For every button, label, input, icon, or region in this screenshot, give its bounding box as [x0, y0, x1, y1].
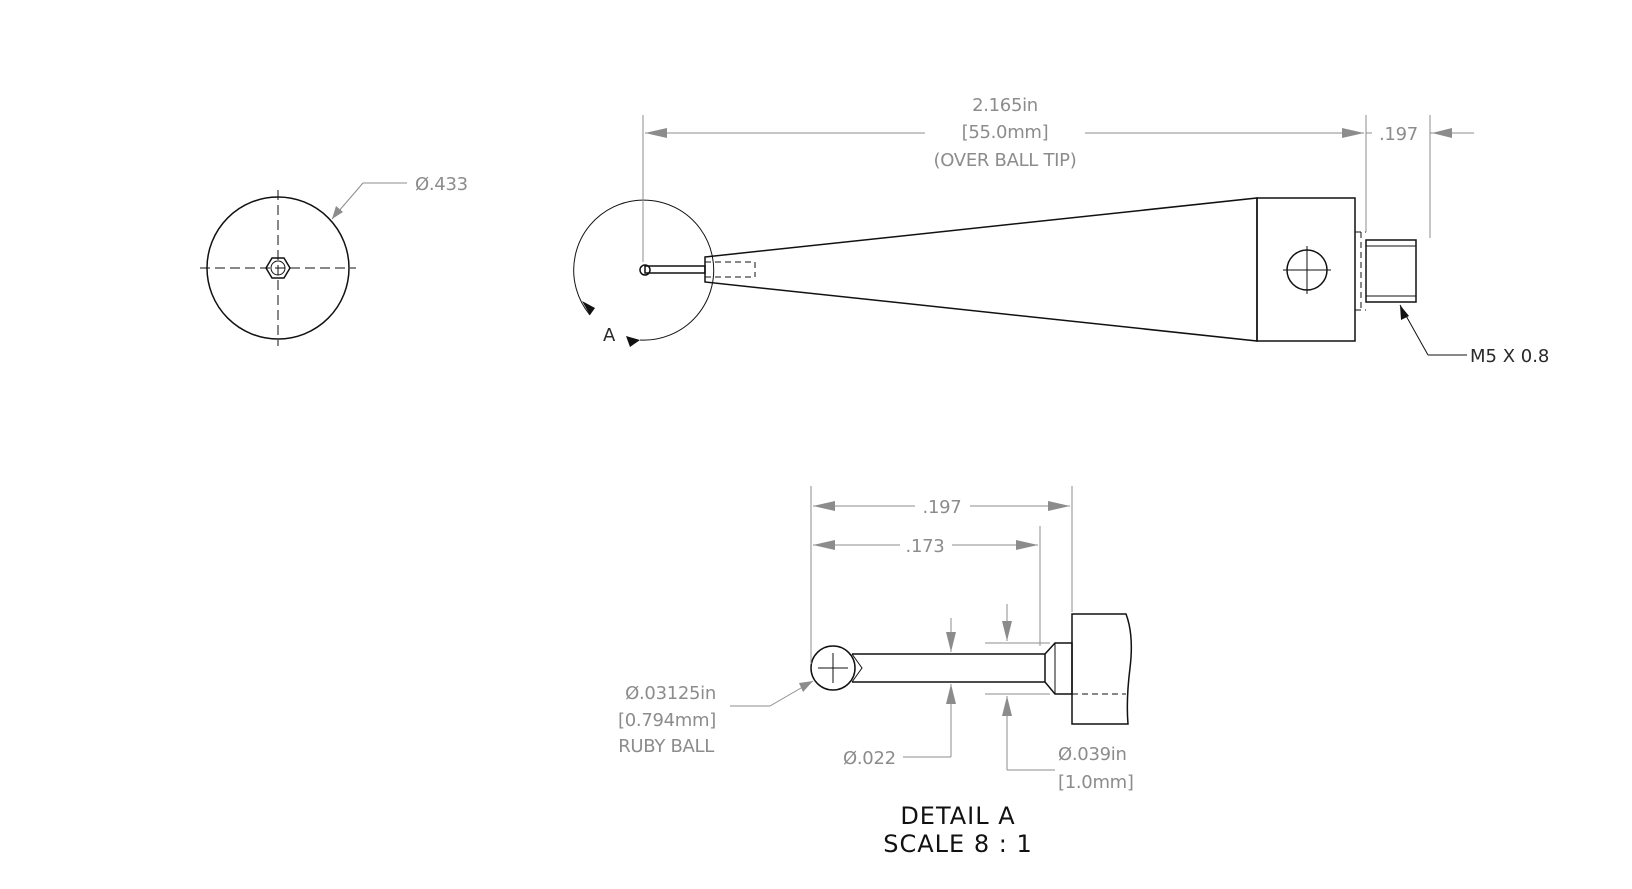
- thread-arrow-right: [1432, 128, 1452, 138]
- stylus-ball-tip: [639, 264, 651, 276]
- stem-dia-arrow-bottom: [946, 684, 956, 704]
- length-mm-label: [55.0mm]: [962, 122, 1049, 143]
- dim173-arrow-left: [813, 540, 835, 550]
- detail-holder-break: [1071, 613, 1133, 725]
- front-view: Ø.433: [200, 174, 468, 346]
- front-view-diameter-label: Ø.433: [415, 174, 468, 195]
- length-in-label: 2.165in: [972, 95, 1038, 116]
- thread-spec-label: M5 X 0.8: [1470, 346, 1549, 367]
- dim197-arrow-right: [1048, 501, 1070, 511]
- side-view: A 2.165in [55.0mm] (OVER BALL TIP) .197 …: [573, 95, 1549, 367]
- ruby-ball: [810, 645, 856, 691]
- dim173-arrow-right: [1016, 540, 1038, 550]
- dim197-arrow-left: [813, 501, 835, 511]
- detail-a-callout-letter: A: [603, 325, 616, 346]
- detail-a-arrow-upper: [582, 301, 595, 315]
- detail-title: DETAIL A: [900, 802, 1015, 830]
- thread-length-label: .197: [1379, 124, 1418, 145]
- length-arrow-left: [645, 128, 667, 138]
- length-note-label: (OVER BALL TIP): [934, 150, 1077, 171]
- ball-dia-in-label: Ø.03125in: [625, 683, 716, 704]
- length-arrow-right: [1342, 128, 1364, 138]
- stem-dia-arrow-top: [946, 632, 956, 652]
- detail-a-arrow-lower: [626, 336, 640, 347]
- stylus-adapter-block: [1256, 197, 1356, 342]
- stylus-stem: [644, 265, 706, 274]
- ball-leader-arrow: [799, 681, 813, 692]
- thread-leader-arrow: [1400, 305, 1409, 320]
- shank-dia-arrow-bottom: [1002, 696, 1012, 716]
- detail-a-view: .197 .173 Ø.022 Ø.039in [1.0mm] Ø.03125i…: [618, 486, 1134, 858]
- detail-a-callout-circle: [573, 199, 715, 341]
- stylus-cone-body: [704, 197, 1258, 342]
- dim197-label: .197: [923, 497, 962, 518]
- detail-scale: SCALE 8 : 1: [883, 830, 1032, 858]
- stem-dia-label: Ø.022: [843, 748, 896, 769]
- ball-material-label: RUBY BALL: [618, 736, 714, 757]
- ball-seat-cone: [851, 653, 863, 683]
- front-view-leader-arrow: [332, 206, 343, 219]
- shank-dia-arrow-top: [1002, 621, 1012, 641]
- front-view-hex-tip: [265, 257, 291, 279]
- thread-stud: [1365, 239, 1417, 303]
- shank-dia-in-label: Ø.039in: [1058, 744, 1127, 765]
- ball-dia-mm-label: [0.794mm]: [618, 710, 716, 731]
- front-view-tip-circle: [270, 260, 286, 276]
- shank-dia-mm-label: [1.0mm]: [1058, 772, 1134, 793]
- dim173-label: .173: [906, 536, 945, 557]
- detail-shank: [1044, 642, 1073, 695]
